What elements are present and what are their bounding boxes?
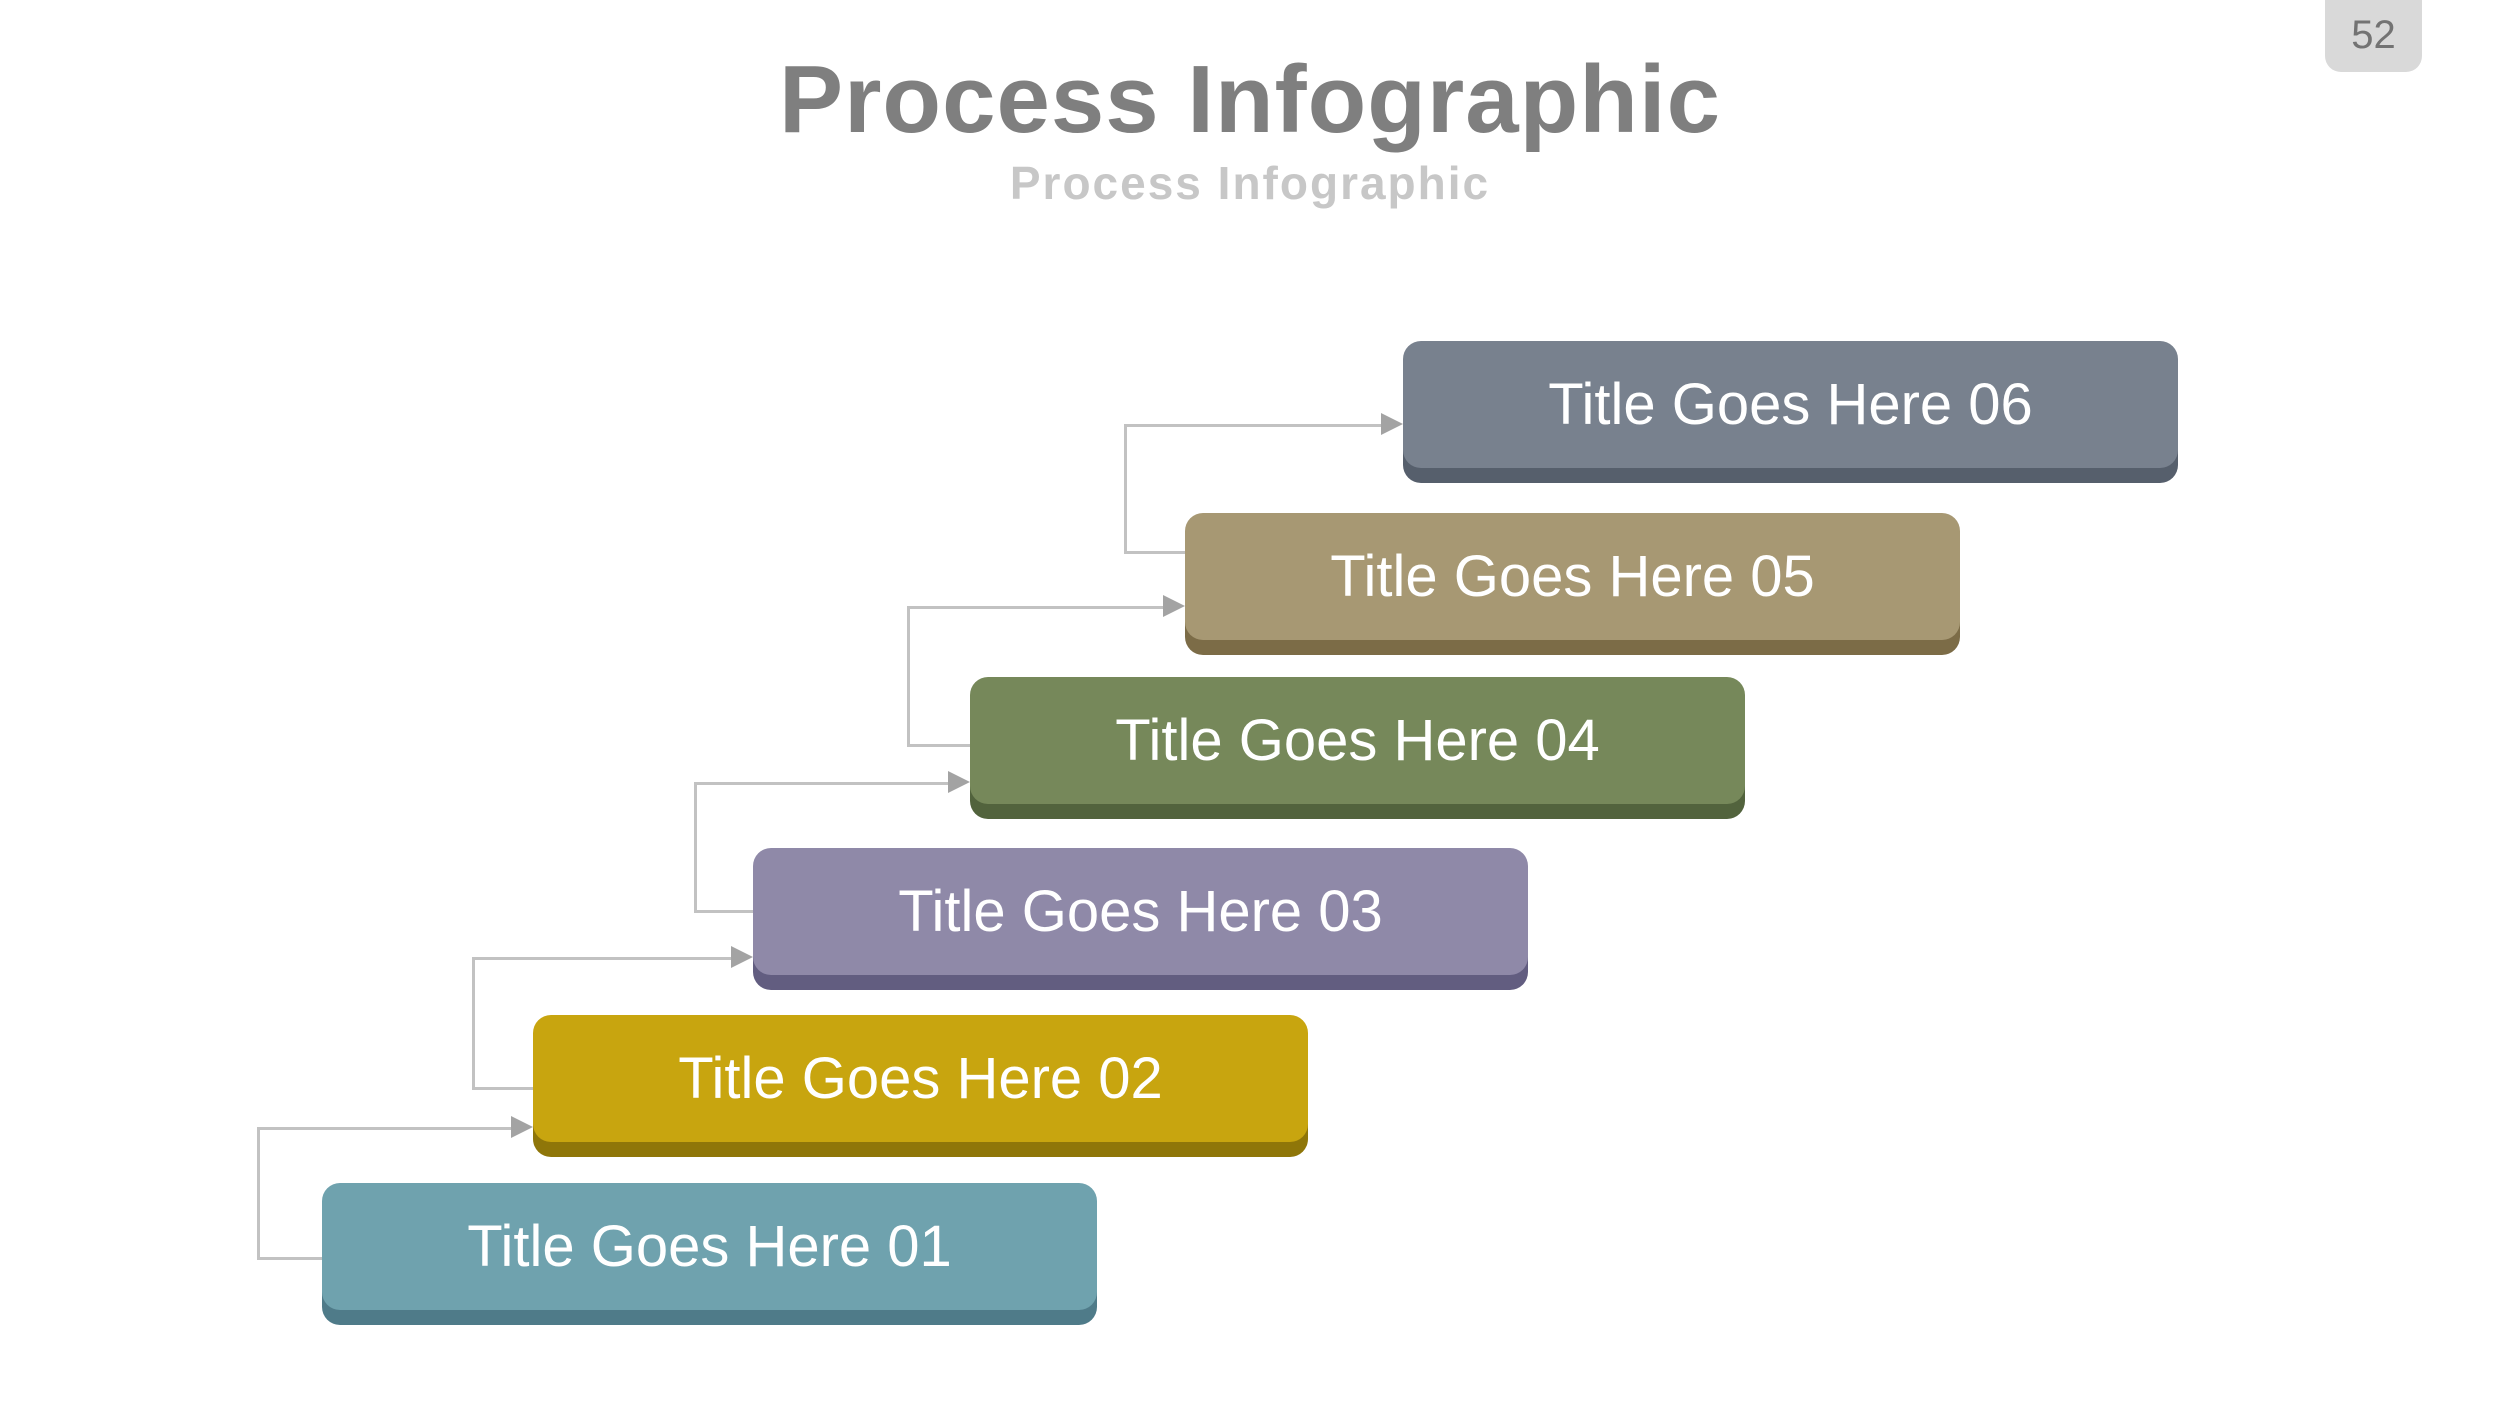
connector-03-04-exit-line [694, 910, 753, 913]
page-number: 52 [2351, 12, 2396, 57]
process-step-box-06: Title Goes Here 06 [1403, 341, 2178, 468]
step-label: Title Goes Here 05 [1330, 543, 1815, 609]
step-label: Title Goes Here 04 [1115, 707, 1600, 773]
connector-02-03-exit-line [472, 1087, 533, 1090]
connector-05-06-entry-line [1124, 424, 1381, 427]
page-subtitle: Process Infographic [1009, 156, 1491, 209]
connector-03-04-vertical-line [694, 782, 697, 913]
arrowhead-right-icon [511, 1116, 533, 1138]
connector-01-02-exit-line [257, 1257, 322, 1260]
page-title: Process Infographic [779, 46, 1721, 153]
process-step-box-01: Title Goes Here 01 [322, 1183, 1097, 1310]
step-label: Title Goes Here 02 [678, 1045, 1163, 1111]
step-label: Title Goes Here 03 [898, 878, 1383, 944]
header: Process Infographic Process Infographic [0, 46, 2500, 208]
process-step-box-04: Title Goes Here 04 [970, 677, 1745, 804]
connector-02-03-vertical-line [472, 957, 475, 1090]
connector-03-04-entry-line [694, 782, 948, 785]
connector-05-06-exit-line [1124, 551, 1185, 554]
step-label: Title Goes Here 06 [1548, 371, 2033, 437]
connector-02-03-entry-line [472, 957, 731, 960]
connector-01-02-entry-line [257, 1127, 511, 1130]
connector-04-05-vertical-line [907, 606, 910, 747]
connector-04-05-exit-line [907, 744, 970, 747]
connector-01-02-vertical-line [257, 1127, 260, 1260]
arrowhead-right-icon [1381, 413, 1403, 435]
process-step-box-03: Title Goes Here 03 [753, 848, 1528, 975]
connector-04-05-entry-line [907, 606, 1163, 609]
step-label: Title Goes Here 01 [467, 1213, 952, 1279]
arrowhead-right-icon [948, 771, 970, 793]
arrowhead-right-icon [731, 946, 753, 968]
process-step-box-05: Title Goes Here 05 [1185, 513, 1960, 640]
page-number-badge: 52 [2325, 0, 2422, 72]
process-step-box-02: Title Goes Here 02 [533, 1015, 1308, 1142]
connector-05-06-vertical-line [1124, 424, 1127, 554]
arrowhead-right-icon [1163, 595, 1185, 617]
